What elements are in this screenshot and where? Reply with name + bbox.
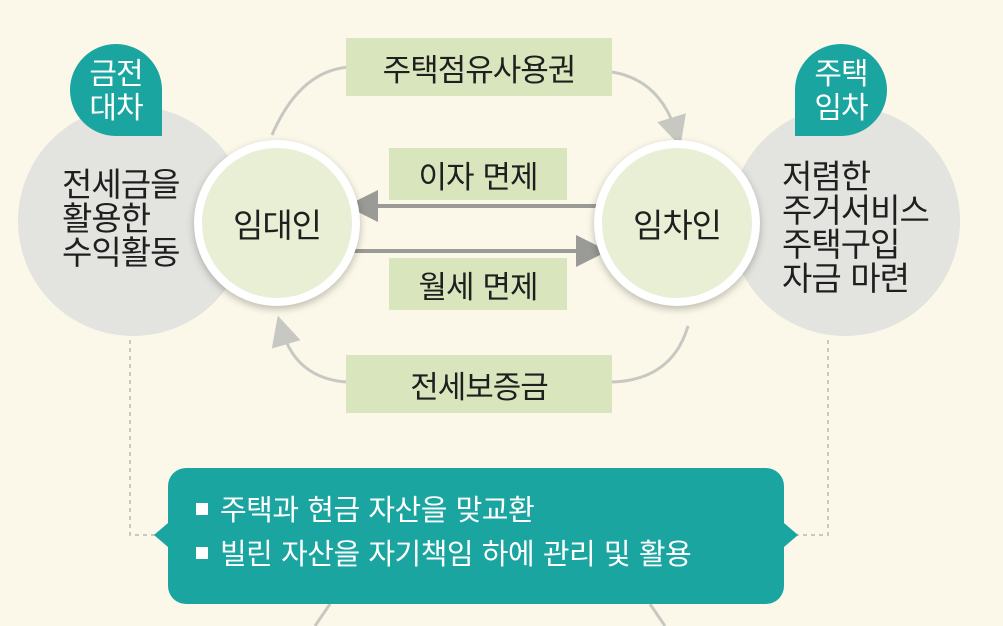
right-description-line: 주거서비스 [782, 191, 930, 230]
right-dashed-guide [784, 340, 829, 536]
summary-item: 주택과 현금 자산을 맞교환 [196, 488, 784, 532]
bullet-square-icon [196, 547, 208, 559]
lessor-label: 임대인 [232, 206, 322, 245]
lease-tag-text: 주택 임차 [814, 57, 868, 126]
summary-item-text: 주택과 현금 자산을 맞교환 [220, 493, 535, 527]
summary-item: 빌린 자산을 자기책임 하에 관리 및 활용 [196, 532, 784, 576]
summary-box: 주택과 현금 자산을 맞교환 빌린 자산을 자기책임 하에 관리 및 활용 [154, 468, 798, 604]
bottom-flow-text: 전세보증금 [410, 369, 549, 406]
lessee-label: 임차인 [632, 206, 722, 245]
interest-flow-label: 이자 면제 [389, 148, 567, 200]
top-flow-text: 주택점유사용권 [382, 52, 577, 89]
bullet-square-icon [196, 503, 208, 515]
loan-tag-text: 금전 대차 [89, 57, 143, 126]
summary-notch-left [154, 523, 168, 547]
right-description: 저렴한 주거서비스 주택구입 자금 마련 [782, 157, 930, 298]
bottom-flow-arc [282, 326, 690, 384]
top-flow-arc [270, 65, 676, 135]
rent-flow-label: 월세 면제 [389, 258, 567, 310]
top-flow-label: 주택점유사용권 [346, 38, 612, 96]
summary-notch-right [784, 523, 798, 547]
left-description-line: 활용한 [62, 199, 151, 238]
summary-item-text: 빌린 자산을 자기책임 하에 관리 및 활용 [220, 537, 692, 571]
loan-tag: 금전 대차 [70, 44, 162, 136]
left-dashed-guide [129, 340, 168, 536]
right-description-line: 주택구입 [782, 225, 900, 264]
right-description-line: 자금 마련 [782, 259, 910, 298]
lessee-circle: 임차인 [594, 140, 760, 306]
lessor-circle: 임대인 [194, 140, 360, 306]
bottom-flow-label: 전세보증금 [346, 355, 612, 413]
lease-tag: 주택 임차 [795, 44, 887, 136]
rent-flow-text: 월세 면제 [418, 269, 539, 306]
left-description-line: 전세금을 [62, 165, 180, 204]
right-side-circle [730, 106, 960, 336]
interest-flow-text: 이자 면제 [418, 159, 539, 196]
right-description-line: 저렴한 [782, 157, 871, 196]
bottom-line-right [648, 603, 667, 626]
left-description: 전세금을 활용한 수익활동 [62, 165, 180, 272]
bottom-line-left [313, 603, 332, 626]
left-description-line: 수익활동 [62, 233, 180, 272]
